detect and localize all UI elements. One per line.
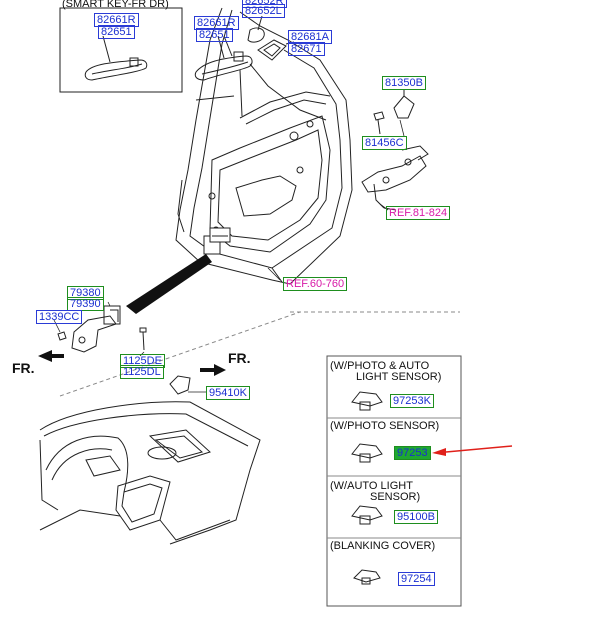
handle-cover	[247, 15, 265, 43]
part-label-82661r-inset[interactable]: 82661R	[94, 13, 139, 27]
smart-key-inset-frame	[59, 7, 183, 93]
part-label-81350b[interactable]: 81350B	[382, 76, 426, 90]
part-label-95100b[interactable]: 95100B	[394, 510, 438, 524]
fr-arrow-left	[38, 350, 64, 362]
sensor-icon-97253	[351, 443, 383, 463]
checker-mount-bolt	[139, 327, 147, 351]
part-label-82651[interactable]: 82651	[196, 28, 233, 42]
part-label-97253-highlighted[interactable]: 97253	[394, 446, 431, 460]
door-checker	[71, 305, 121, 353]
part-label-97254[interactable]: 97254	[398, 572, 435, 586]
sensor-options-box	[326, 355, 462, 607]
door-checker-mount	[203, 227, 231, 255]
smart-key-inset-title: (SMART KEY-FR DR)	[62, 0, 169, 10]
part-label-79390[interactable]: 79390	[67, 297, 104, 311]
front-direction-label-right: FR.	[228, 350, 251, 366]
striker-screw	[373, 111, 385, 135]
section-divider	[59, 311, 301, 397]
sensor-icon-95100b	[351, 505, 383, 525]
part-label-82651-inset[interactable]: 82651	[98, 25, 135, 39]
door-striker	[393, 90, 415, 119]
checker-bolt	[57, 331, 67, 341]
leader-lines	[53, 119, 405, 393]
inset-door-handle	[84, 35, 148, 81]
door-latch-assembly	[361, 145, 429, 211]
sensor-icon-97253k	[351, 391, 383, 411]
part-label-97253k[interactable]: 97253K	[390, 394, 434, 408]
part-label-82681a[interactable]: 82681A	[288, 30, 332, 44]
fr-arrow-right	[200, 364, 226, 376]
part-label-1339cc[interactable]: 1339CC	[36, 310, 83, 324]
ref-label-81-824[interactable]: REF.81-824	[386, 206, 451, 220]
front-door-frame	[175, 7, 353, 285]
part-label-82652l[interactable]: 82652L	[242, 4, 285, 18]
highlight-pointer-head	[432, 448, 446, 456]
sensor-option-3-caption-2: SENSOR)	[370, 491, 421, 503]
part-label-82661r[interactable]: 82661R	[194, 16, 239, 30]
sensor-icon-97254	[353, 569, 381, 585]
ref-label-60-760[interactable]: REF.60-760	[283, 277, 348, 291]
highlight-pointer-line	[445, 445, 513, 453]
part-label-95410k[interactable]: 95410K	[206, 386, 250, 400]
sensor-option-3-caption: (W/AUTO LIGHT	[330, 480, 413, 492]
part-label-1125de[interactable]: 1125DE	[120, 354, 165, 368]
part-label-1125dl[interactable]: 1125DL	[120, 365, 164, 379]
part-label-81456c[interactable]: 81456C	[362, 136, 407, 150]
part-label-82671[interactable]: 82671	[288, 42, 325, 56]
part-label-79380[interactable]: 79380	[67, 286, 104, 300]
instrument-panel	[39, 375, 261, 545]
sensor-option-1-caption-2: LIGHT SENSOR)	[356, 371, 442, 383]
sensor-option-4-caption: (BLANKING COVER)	[330, 540, 436, 552]
door-outside-handle	[194, 35, 253, 81]
sensor-option-1-caption: (W/PHOTO & AUTO	[330, 360, 430, 372]
sensor-option-2-caption: (W/PHOTO SENSOR)	[330, 420, 440, 432]
checker-leader-strip	[126, 254, 212, 314]
front-direction-label-left: FR.	[12, 360, 35, 376]
